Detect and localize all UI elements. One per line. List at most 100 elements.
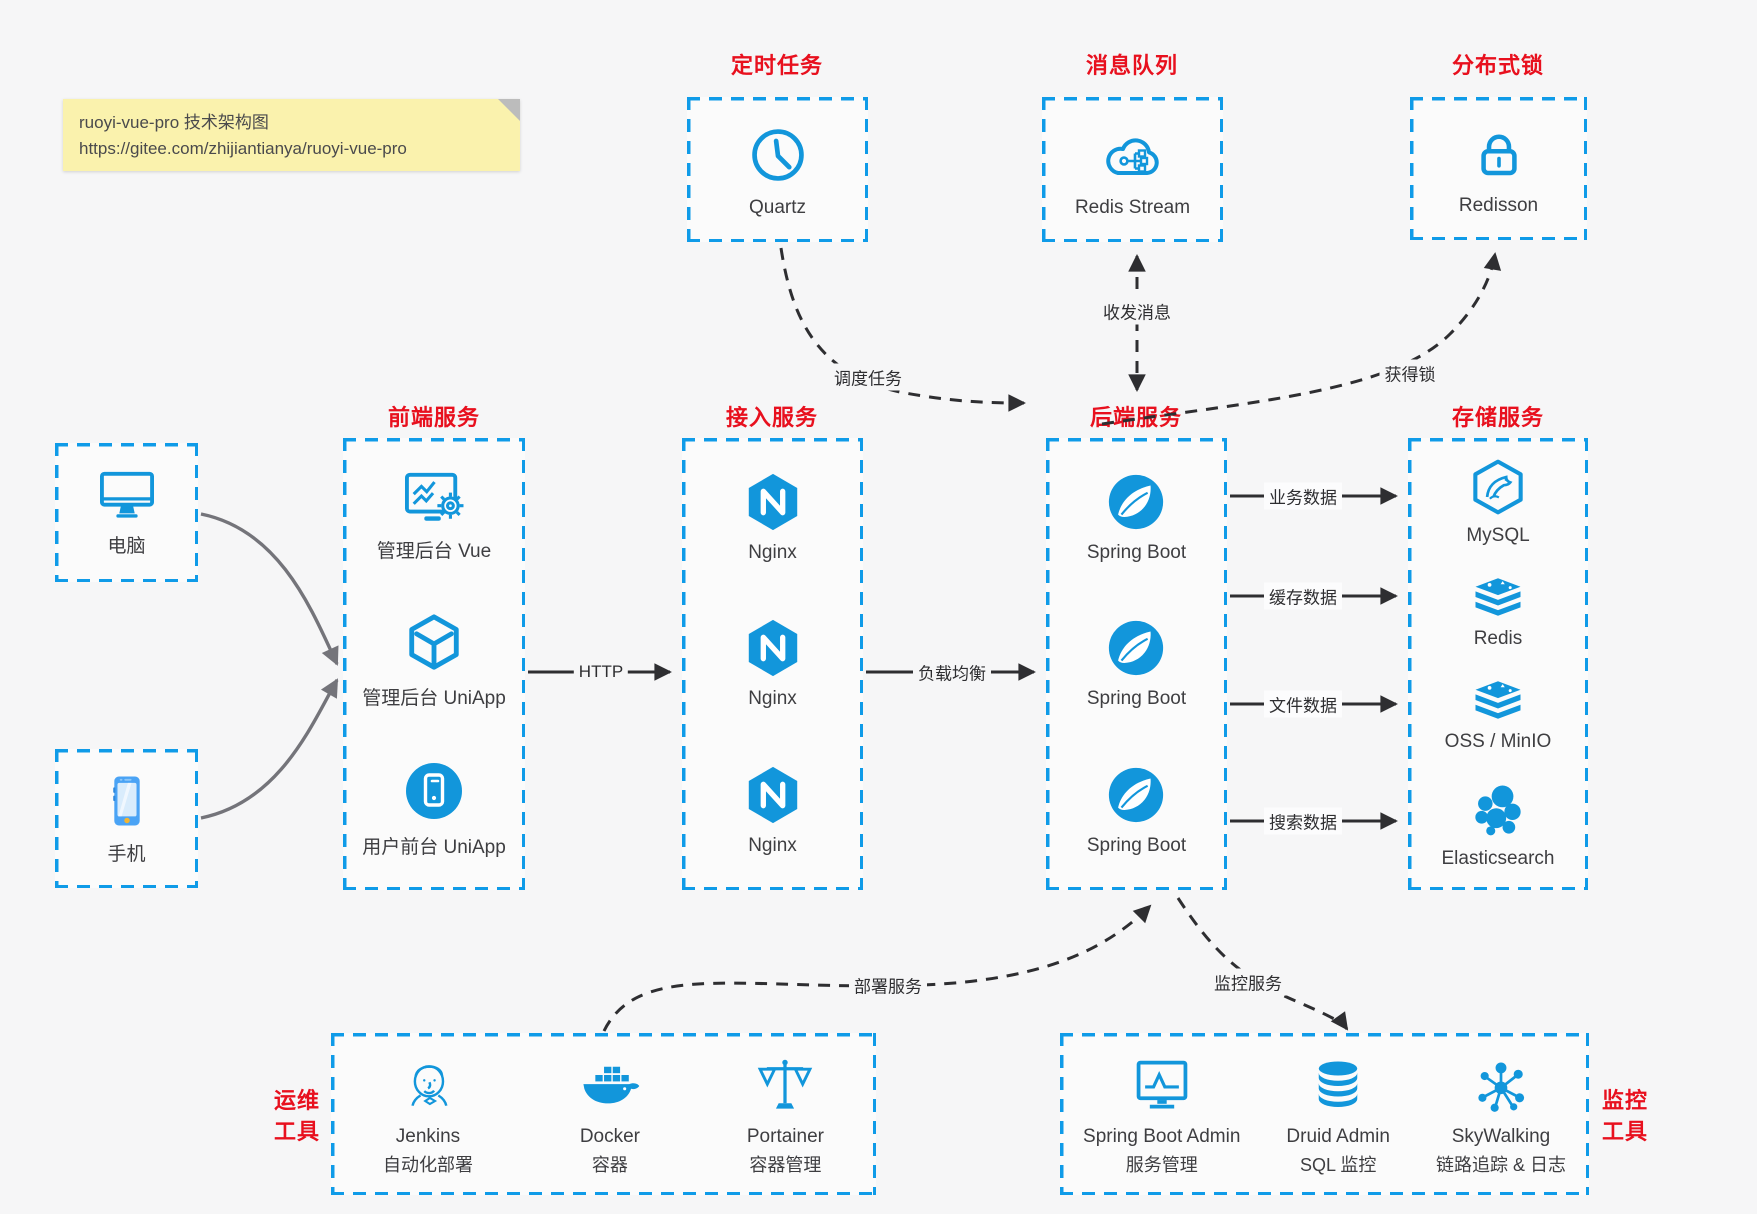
- node-jenkins: Jenkins 自动化部署: [383, 1050, 473, 1178]
- skywalking-name: SkyWalking: [1451, 1126, 1551, 1148]
- admin-vue-icon: [404, 472, 464, 521]
- oss-minio-label: OSS / MinIO: [1444, 731, 1552, 752]
- portainer-desc: 容器管理: [749, 1154, 822, 1175]
- jenkins-desc: 自动化部署: [382, 1154, 473, 1175]
- node-springboot-2: Spring Boot: [1087, 617, 1186, 710]
- druid-admin-name: Druid Admin: [1286, 1126, 1390, 1148]
- cloud-stream-icon: [1105, 137, 1159, 175]
- note-fold-corner: [498, 99, 520, 121]
- skywalking-desc: 链路追踪 & 日志: [1435, 1154, 1566, 1175]
- redis-stack-icon: [1475, 578, 1521, 616]
- lock-box: Redisson: [1410, 97, 1587, 240]
- spring-boot-admin-desc: 服务管理: [1125, 1154, 1198, 1175]
- user-uniapp-label: 用户前台 UniApp: [362, 837, 506, 859]
- backend-box: Spring Boot Spring Boot Spring Boot: [1046, 438, 1227, 890]
- node-oss-minio: OSS / MinIO: [1444, 678, 1552, 753]
- springboot-label: Spring Boot: [1086, 541, 1187, 563]
- elasticsearch-icon: [1475, 785, 1521, 836]
- druid-admin-desc: SQL 监控: [1299, 1154, 1377, 1175]
- quartz-label: Quartz: [748, 196, 807, 218]
- sticky-note: ruoyi-vue-pro 技术架构图 https://gitee.com/zh…: [63, 99, 520, 171]
- scheduler-box: Quartz: [687, 97, 868, 242]
- node-portainer: Portainer 容器管理: [747, 1050, 824, 1178]
- node-elasticsearch: Elasticsearch: [1442, 781, 1555, 870]
- lock-group-title: 分布式锁: [1451, 53, 1545, 78]
- edge-label-messaging: 收发消息: [1098, 297, 1176, 325]
- desktop-icon: [99, 471, 154, 518]
- spring-icon: [1109, 474, 1164, 529]
- edge-label-file-data: 文件数据: [1264, 690, 1342, 718]
- druid-database-icon: [1318, 1061, 1358, 1108]
- mysql-icon: [1473, 459, 1523, 515]
- skywalking-icon: [1478, 1062, 1525, 1112]
- node-admin-vue: 管理后台 Vue: [377, 469, 491, 563]
- frontend-box: 管理后台 Vue 管理后台 UniApp 用户前台 UniApp: [343, 438, 525, 890]
- node-redis: Redis: [1468, 575, 1528, 650]
- mobile-client-box: 手机: [55, 749, 198, 888]
- edge-label-cache-data: 缓存数据: [1264, 582, 1342, 610]
- smartphone-icon: [112, 776, 140, 825]
- mq-group-title: 消息队列: [1085, 53, 1179, 78]
- mysql-label: MySQL: [1466, 525, 1530, 546]
- nginx-icon: [748, 620, 797, 677]
- node-admin-uniapp: 管理后台 UniApp: [362, 612, 506, 710]
- node-nginx-1: Nginx: [742, 471, 804, 564]
- pc-client-box: 电脑: [55, 443, 198, 582]
- gateway-group-title: 接入服务: [725, 405, 819, 430]
- acquire-lock-arrow: [1101, 252, 1502, 426]
- elasticsearch-label: Elasticsearch: [1441, 848, 1555, 869]
- edge-label-monitor: 监控服务: [1209, 968, 1287, 996]
- storage-box: MySQL Redis OSS / MinIO: [1408, 438, 1588, 890]
- edge-label-schedule: 调度任务: [829, 363, 907, 391]
- clock-icon: [751, 128, 804, 181]
- jenkins-icon: [411, 1065, 448, 1107]
- spring-boot-admin-name: Spring Boot Admin: [1083, 1126, 1241, 1148]
- note-url: https://gitee.com/zhijiantianya/ruoyi-vu…: [79, 138, 407, 158]
- edge-label-load-balance: 负载均衡: [913, 658, 991, 686]
- springboot-label: Spring Boot: [1086, 688, 1187, 710]
- mobile-to-frontend-arrow: [200, 678, 339, 820]
- nginx-label: Nginx: [748, 688, 797, 710]
- monitoring-tools-title: 监控 工具: [1602, 1088, 1649, 1144]
- docker-name: Docker: [579, 1126, 641, 1148]
- uniapp-cube-icon: [409, 614, 459, 670]
- node-mysql: MySQL: [1466, 458, 1530, 547]
- node-spring-boot-admin: Spring Boot Admin 服务管理: [1083, 1050, 1240, 1178]
- oss-stack-icon: [1475, 681, 1521, 719]
- portainer-scales-icon: [758, 1059, 813, 1109]
- monitoring-tools-box: Spring Boot Admin 服务管理 Druid Admin SQL 监…: [1060, 1033, 1589, 1195]
- node-druid-admin: Druid Admin SQL 监控: [1286, 1050, 1390, 1178]
- storage-group-title: 存储服务: [1451, 405, 1545, 430]
- ops-tools-title: 运维 工具: [273, 1088, 320, 1144]
- springboot-label: Spring Boot: [1086, 835, 1187, 857]
- spring-icon: [1109, 621, 1164, 676]
- nginx-label: Nginx: [748, 541, 797, 563]
- node-springboot-1: Spring Boot: [1087, 471, 1186, 564]
- ops-tools-box: Jenkins 自动化部署 Docker 容器: [331, 1033, 876, 1195]
- pc-label: 电脑: [107, 535, 146, 557]
- node-user-uniapp: 用户前台 UniApp: [362, 759, 506, 859]
- jenkins-name: Jenkins: [395, 1126, 461, 1148]
- node-springboot-3: Spring Boot: [1087, 764, 1186, 857]
- nginx-label: Nginx: [748, 835, 797, 857]
- spring-boot-admin-icon: [1136, 1060, 1188, 1109]
- mobile-label: 手机: [107, 843, 146, 865]
- node-docker: Docker 容器: [577, 1050, 643, 1178]
- redis-label: Redis: [1473, 628, 1523, 649]
- nginx-icon: [748, 473, 797, 530]
- portainer-name: Portainer: [746, 1126, 824, 1148]
- node-nginx-2: Nginx: [742, 617, 804, 710]
- pc-to-frontend-arrow: [200, 512, 339, 666]
- scheduler-group-title: 定时任务: [730, 53, 824, 78]
- nginx-icon: [748, 767, 797, 824]
- gateway-box: Nginx Nginx Nginx: [682, 438, 863, 890]
- redisson-label: Redisson: [1458, 194, 1539, 216]
- note-title: ruoyi-vue-pro 技术架构图: [79, 113, 269, 132]
- spring-icon: [1109, 768, 1164, 823]
- docker-icon: [583, 1066, 640, 1104]
- docker-desc: 容器: [591, 1154, 628, 1175]
- admin-uniapp-label: 管理后台 UniApp: [362, 687, 506, 709]
- edge-label-http: HTTP: [573, 661, 629, 683]
- node-skywalking: SkyWalking 链路追踪 & 日志: [1436, 1050, 1566, 1178]
